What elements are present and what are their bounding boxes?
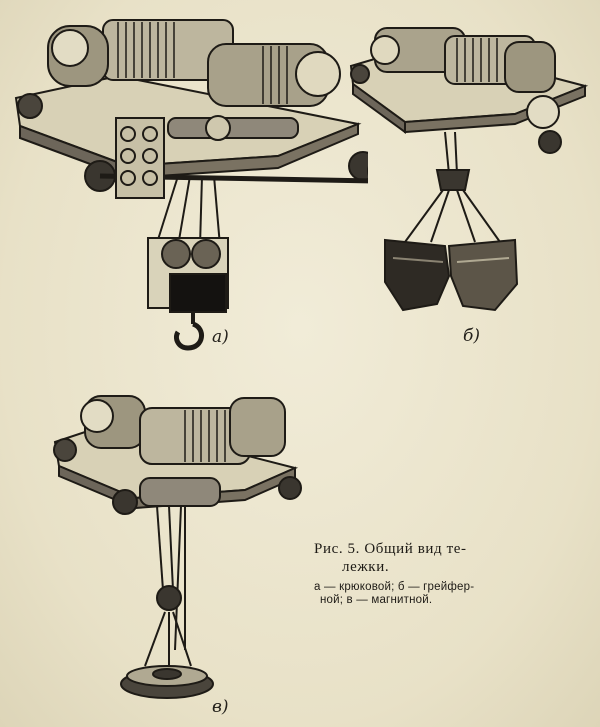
caption-parts-line1: а — крюковой; б — грейфер- [314,581,475,593]
caption-title-line2: лежки. [342,559,390,575]
figure-magnet-trolley [45,380,310,710]
figure-hook-trolley [8,6,368,356]
subfigure-label-a: а) [212,327,229,347]
figure-caption: Рис. 5. Общий вид те- лежки. а — крюково… [314,540,554,607]
caption-parts-line2: ной; в — магнитной. [320,594,433,606]
caption-parts: а — крюковой; б — грейфер- ной; в — магн… [314,581,554,607]
subfigure-label-c: в) [212,697,229,717]
caption-title: Рис. 5. Общий вид те- лежки. [314,540,554,576]
subfigure-label-b: б) [463,326,481,346]
caption-title-line1: Рис. 5. Общий вид те- [314,541,467,557]
figure-grab-trolley [345,14,595,324]
